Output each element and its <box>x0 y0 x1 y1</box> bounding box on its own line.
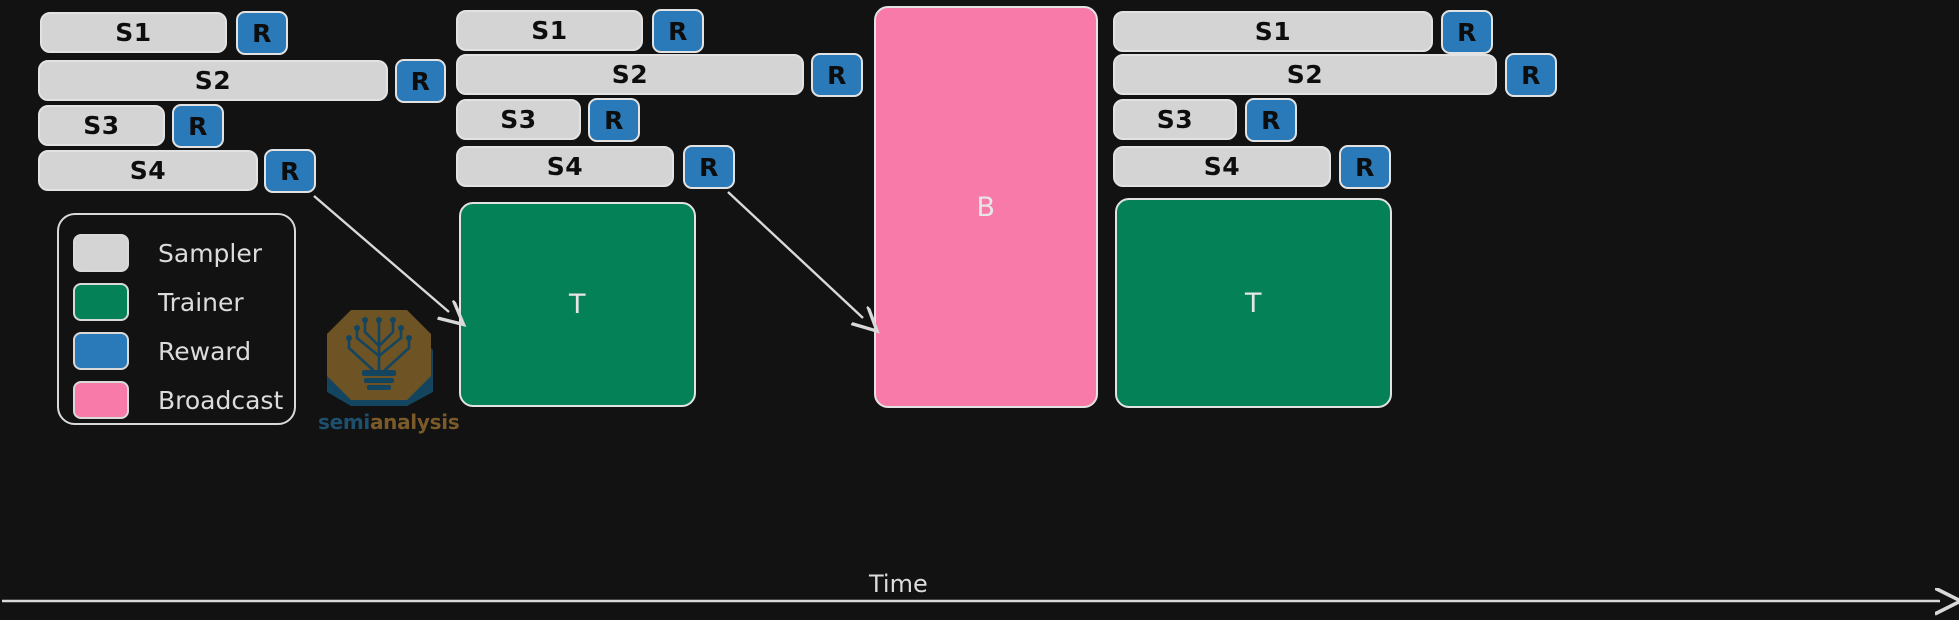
legend-label-sampler: Sampler <box>158 238 263 268</box>
sampler-block-c2-s3: S3 <box>456 99 581 140</box>
time-axis-label: Time <box>869 570 928 598</box>
sampler-block-c2-s2: S2 <box>456 54 804 95</box>
sampler-block-c3-s4: S4 <box>1113 146 1331 187</box>
watermark-analysis: analysis <box>369 410 460 434</box>
reward-block-c1-s2: R <box>395 59 446 103</box>
legend-item-sampler: Sampler <box>59 229 294 277</box>
reward-block-c3-s1: R <box>1441 10 1493 54</box>
semianalysis-watermark: semianalysis <box>318 306 460 434</box>
sampler-block-c3-s3: S3 <box>1113 99 1237 140</box>
sampler-block-c1-s3: S3 <box>38 105 165 146</box>
reward-block-c2-s1: R <box>652 9 704 53</box>
legend-label-trainer: Trainer <box>158 287 244 317</box>
reward-block-c2-s2: R <box>811 53 863 97</box>
legend-label-reward: Reward <box>158 336 252 366</box>
legend-item-broadcast: Broadcast <box>59 376 294 424</box>
legend-swatch-reward <box>73 332 129 370</box>
broadcast-block: B <box>874 6 1098 408</box>
arrow-round2-to-broadcast <box>727 191 863 318</box>
reward-block-c1-s4: R <box>264 149 316 193</box>
reward-block-c1-s1: R <box>236 11 288 55</box>
legend-item-trainer: Trainer <box>59 278 294 326</box>
reward-block-c3-s4: R <box>1339 145 1391 189</box>
watermark-wordmark: semianalysis <box>318 410 460 434</box>
arrow-round1-to-trainer1 <box>313 195 449 312</box>
circuit-tree-bulb-icon <box>327 310 433 406</box>
reward-block-c2-s4: R <box>683 145 735 189</box>
reward-block-c1-s3: R <box>172 104 224 148</box>
legend-item-reward: Reward <box>59 327 294 375</box>
sampler-block-c1-s4: S4 <box>38 150 258 191</box>
reward-block-c3-s3: R <box>1245 98 1297 142</box>
trainer-block-2: T <box>1115 198 1392 408</box>
watermark-semi: semi <box>318 410 370 434</box>
trainer-block-1: T <box>459 202 696 407</box>
reward-block-c2-s3: R <box>588 98 640 142</box>
legend-label-broadcast: Broadcast <box>158 385 284 415</box>
sampler-block-c1-s1: S1 <box>40 12 227 53</box>
reward-block-c3-s2: R <box>1505 53 1557 97</box>
sampler-block-c3-s2: S2 <box>1113 54 1497 95</box>
sampler-block-c2-s4: S4 <box>456 146 674 187</box>
legend-swatch-sampler <box>73 234 129 272</box>
legend-box: Sampler Trainer Reward Broadcast <box>57 213 296 425</box>
sampler-block-c2-s1: S1 <box>456 10 643 51</box>
legend-swatch-trainer <box>73 283 129 321</box>
legend-swatch-broadcast <box>73 381 129 419</box>
sampler-block-c1-s2: S2 <box>38 60 388 101</box>
sampler-block-c3-s1: S1 <box>1113 11 1433 52</box>
